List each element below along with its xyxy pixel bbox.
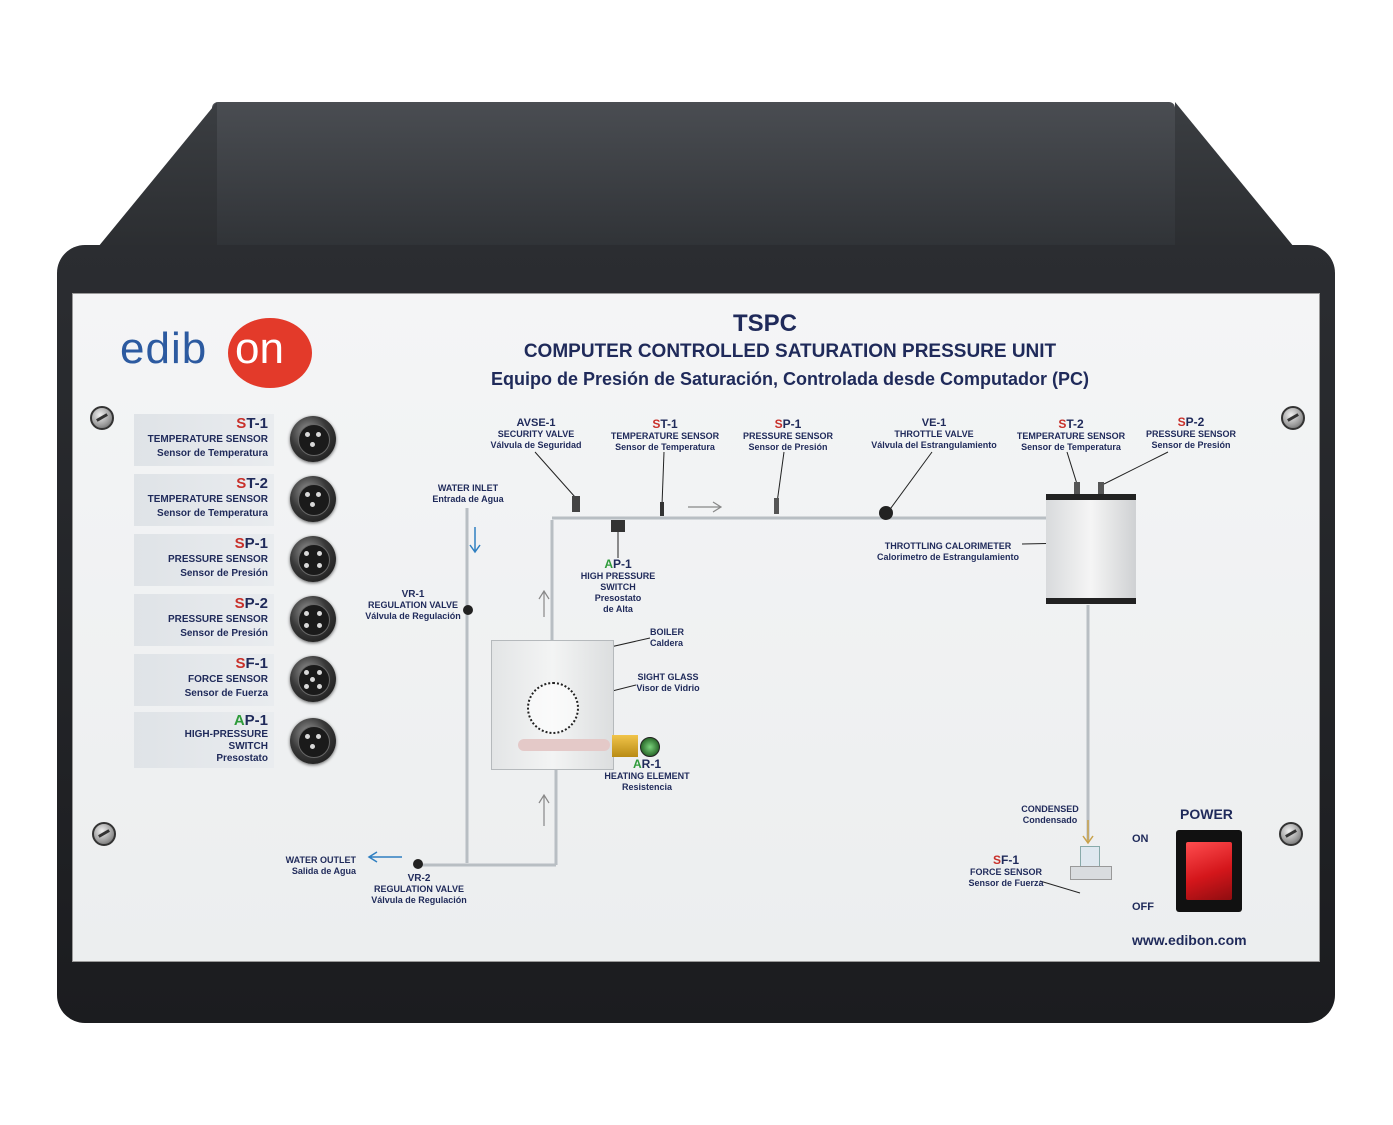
- connector-sp1[interactable]: [290, 536, 336, 582]
- sensor-name-es: Sensor de Presión: [180, 628, 268, 639]
- power-switch[interactable]: [1176, 830, 1242, 912]
- sensor-name-2: SWITCH: [228, 741, 268, 752]
- sensor-name-es: Sensor de Temperatura: [157, 508, 268, 519]
- sensor-name: PRESSURE SENSOR: [167, 554, 268, 565]
- sensor-code: SP-1: [234, 535, 268, 552]
- sensor-code: ST-1: [236, 415, 268, 432]
- sensor-name: HIGH-PRESSURE: [184, 729, 268, 740]
- sensor-row-st1: ST-1 TEMPERATURE SENSOR Sensor de Temper…: [134, 414, 274, 466]
- sensor-row-ap1: AP-1 HIGH-PRESSURE SWITCH Presostato: [134, 712, 274, 768]
- sensor-code: SP-2: [234, 595, 268, 612]
- label-water-inlet: WATER INLET Entrada de Agua: [432, 483, 504, 504]
- sensor-name-es: Presostato: [216, 753, 268, 764]
- sensor-row-sp1: SP-1 PRESSURE SENSOR Sensor de Presión: [134, 534, 274, 586]
- power-label: POWER: [1180, 806, 1233, 822]
- model-title: TSPC: [732, 310, 797, 337]
- label-sf1: SF-1 FORCE SENSOR Sensor de Fuerza: [968, 853, 1044, 889]
- panel-screw-icon: [1281, 406, 1305, 430]
- label-avse1: AVSE-1 SECURITY VALVE Válvula de Segurid…: [490, 417, 582, 451]
- label-ap1: AP-1 HIGH PRESSURE SWITCH Presostato de …: [580, 557, 656, 615]
- temperature-probe-icon: [1074, 482, 1080, 494]
- label-vr2: VR-2 REGULATION VALVE Válvula de Regulac…: [371, 873, 467, 905]
- sensor-code: SF-1: [235, 655, 268, 672]
- connector-sp2[interactable]: [290, 596, 336, 642]
- power-rocker[interactable]: [1186, 842, 1232, 900]
- pressure-probe-icon: [774, 498, 779, 514]
- label-ve1: VE-1 THROTTLE VALVE Válvula del Estrangu…: [871, 417, 997, 451]
- label-sight-glass: SIGHT GLASS Visor de Vidrio: [636, 672, 700, 693]
- connector-st1[interactable]: [290, 416, 336, 462]
- panel-screw-icon: [92, 822, 116, 846]
- sensor-name: TEMPERATURE SENSOR: [147, 434, 268, 445]
- sensor-name: PRESSURE SENSOR: [167, 614, 268, 625]
- sensor-name-es: Sensor de Presión: [180, 568, 268, 579]
- title-english: COMPUTER CONTROLLED SATURATION PRESSURE …: [523, 341, 1057, 362]
- heating-indicator-icon: [640, 737, 660, 757]
- front-panel: [72, 293, 1320, 962]
- website-text: www.edibon.com: [1132, 932, 1247, 948]
- sensor-connector-list: ST-1 TEMPERATURE SENSOR Sensor de Temper…: [134, 414, 344, 774]
- sensor-row-sp2: SP-2 PRESSURE SENSOR Sensor de Presión: [134, 594, 274, 646]
- force-sensor-base: [1070, 866, 1112, 880]
- label-calorimeter: THROTTLING CALORIMETER Calorimetro de Es…: [876, 541, 1020, 562]
- sensor-name-es: Sensor de Fuerza: [184, 688, 268, 699]
- throttling-calorimeter: [1046, 494, 1136, 604]
- label-st1: ST-1 TEMPERATURE SENSOR Sensor de Temper…: [610, 417, 720, 453]
- pressure-probe-icon: [1098, 482, 1104, 494]
- sight-glass: [527, 682, 579, 734]
- heating-coil: [518, 739, 610, 751]
- connector-st2[interactable]: [290, 476, 336, 522]
- connector-ap1[interactable]: [290, 718, 336, 764]
- temperature-probe-icon: [660, 502, 664, 516]
- title-spanish: Equipo de Presión de Saturación, Control…: [490, 369, 1090, 389]
- label-sp2: SP-2 PRESSURE SENSOR Sensor de Presión: [1145, 415, 1237, 451]
- sensor-name: TEMPERATURE SENSOR: [147, 494, 268, 505]
- label-sp1: SP-1 PRESSURE SENSOR Sensor de Presión: [742, 417, 834, 453]
- label-vr1: VR-1 REGULATION VALVE Válvula de Regulac…: [365, 589, 461, 621]
- label-st2: ST-2 TEMPERATURE SENSOR Sensor de Temper…: [1016, 417, 1126, 453]
- edibon-logo: edib on: [120, 318, 320, 388]
- label-condensed: CONDENSED Condensado: [1021, 804, 1079, 825]
- security-valve-icon: [572, 496, 580, 512]
- label-water-outlet: WATER OUTLET Salida de Agua: [285, 855, 356, 876]
- pressure-switch-icon: [611, 520, 625, 532]
- sensor-name-es: Sensor de Temperatura: [157, 448, 268, 459]
- heating-element-fitting: [612, 735, 638, 757]
- panel-screw-icon: [1279, 822, 1303, 846]
- off-label: OFF: [1132, 901, 1154, 913]
- sensor-row-sf1: SF-1 FORCE SENSOR Sensor de Fuerza: [134, 654, 274, 706]
- sensor-code: ST-2: [236, 475, 268, 492]
- panel-screw-icon: [90, 406, 114, 430]
- cabinet-top: [212, 102, 1175, 252]
- sensor-row-st2: ST-2 TEMPERATURE SENSOR Sensor de Temper…: [134, 474, 274, 526]
- sensor-code: AP-1: [233, 712, 268, 729]
- label-ar1: AR-1 HEATING ELEMENT Resistencia: [604, 757, 690, 793]
- on-label: ON: [1132, 833, 1149, 845]
- label-boiler: BOILER Caldera: [650, 627, 685, 648]
- sensor-name: FORCE SENSOR: [187, 674, 268, 685]
- connector-sf1[interactable]: [290, 656, 336, 702]
